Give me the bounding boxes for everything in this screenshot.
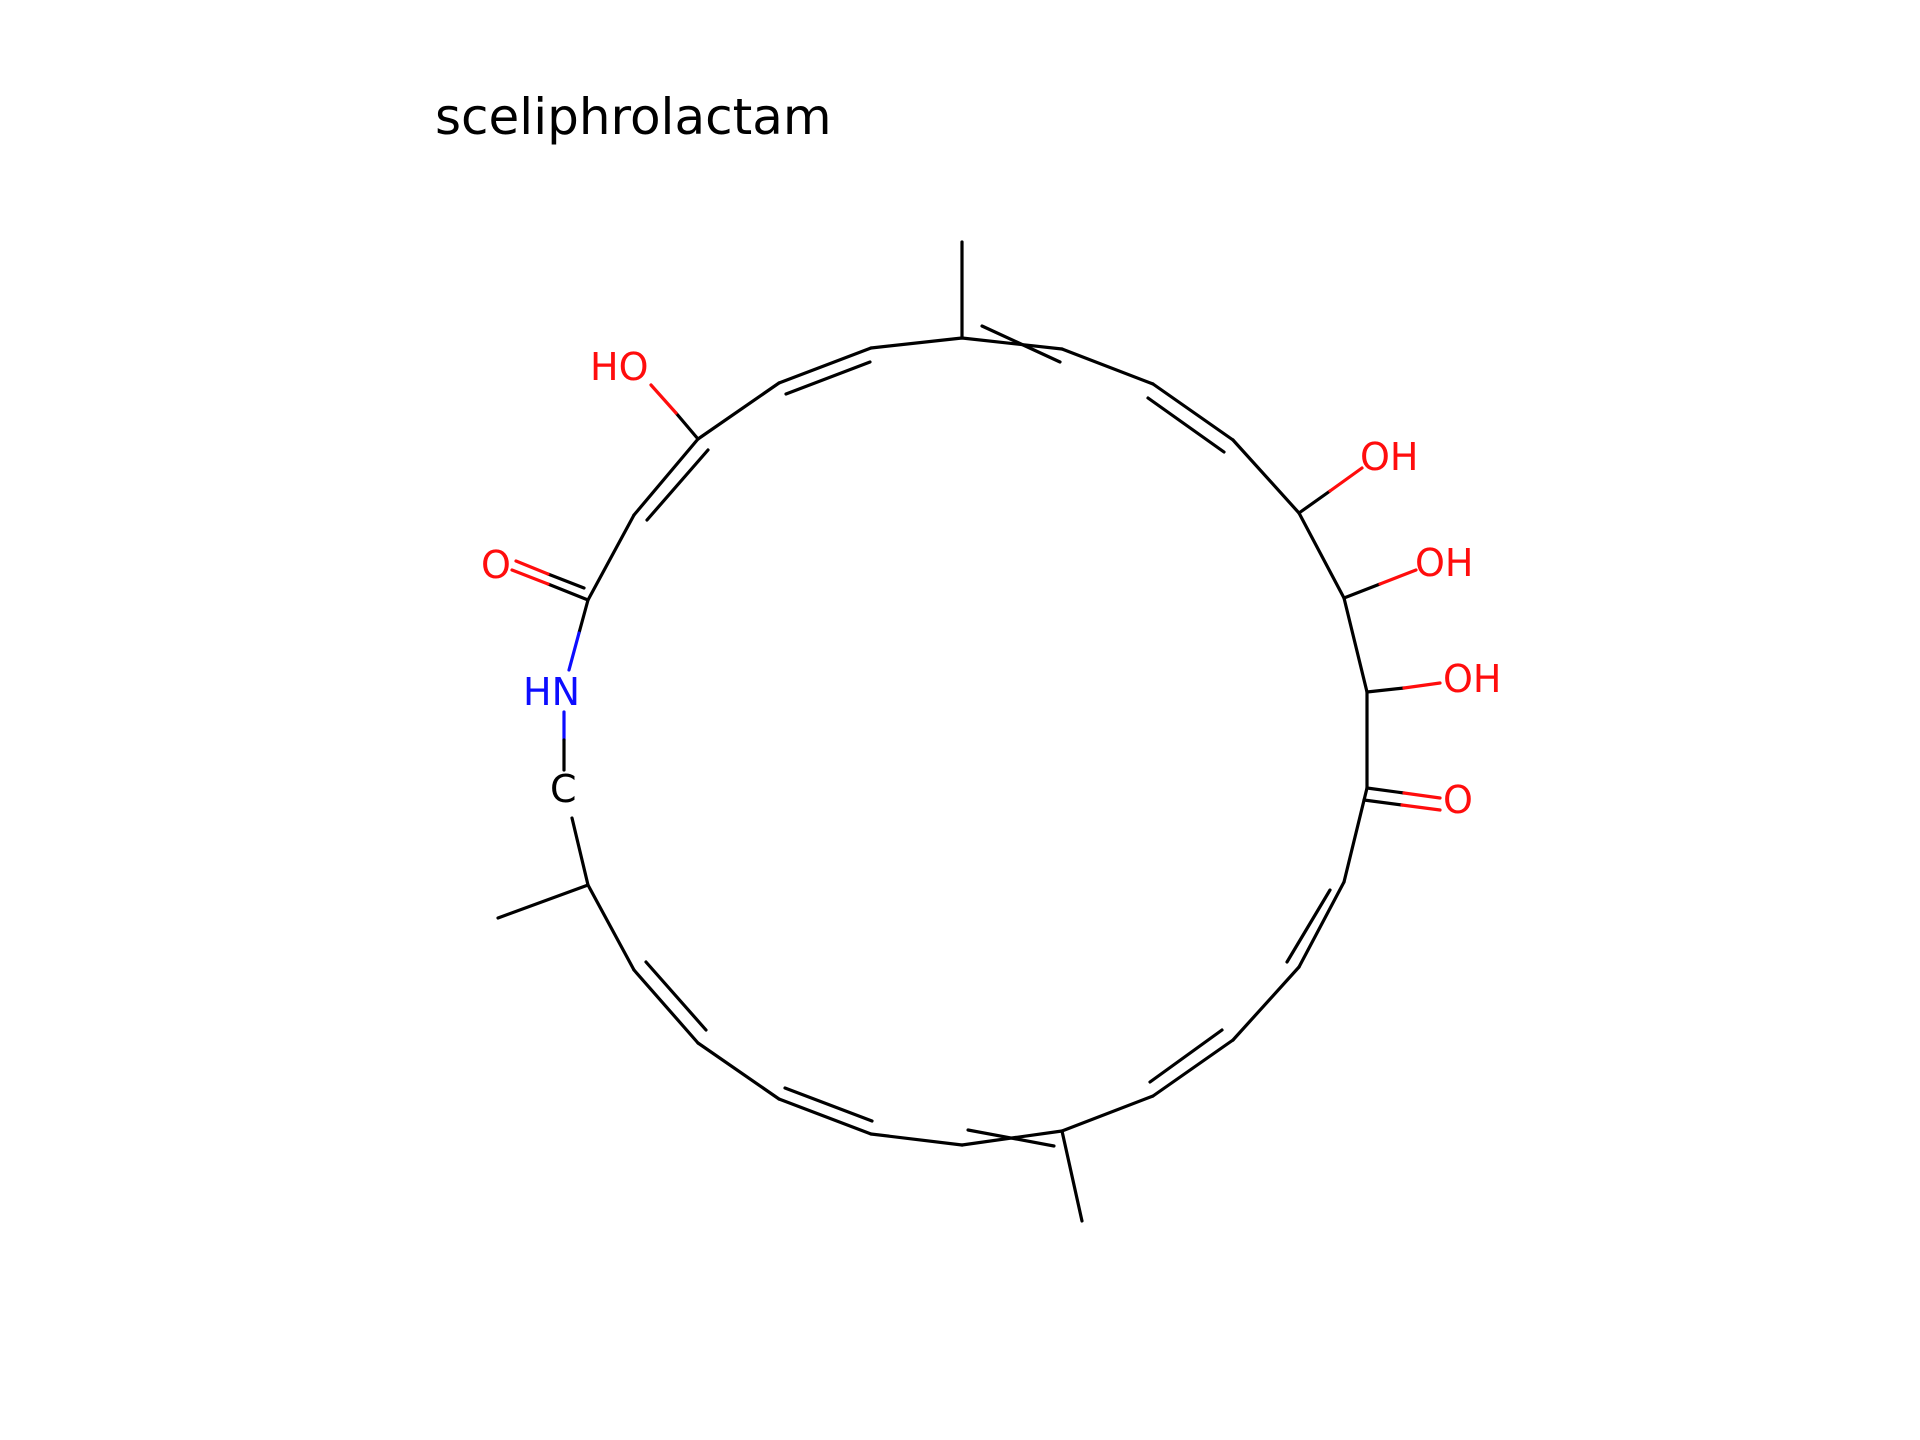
bond bbox=[784, 360, 872, 396]
bond bbox=[777, 1097, 873, 1136]
atom-label-oh-1: OH bbox=[1360, 435, 1418, 479]
bond bbox=[1231, 965, 1301, 1042]
bond bbox=[696, 381, 781, 441]
bond-ketone-co bbox=[1362, 798, 1404, 807]
bond bbox=[570, 816, 590, 887]
bond bbox=[980, 324, 1062, 364]
bond-amide-co bbox=[510, 568, 550, 586]
bond bbox=[1151, 1038, 1235, 1098]
bond-c-n bbox=[577, 598, 590, 635]
bond-amide-co bbox=[546, 572, 586, 590]
bond bbox=[645, 448, 710, 522]
bond bbox=[1297, 880, 1346, 969]
bond bbox=[960, 336, 1064, 351]
bond bbox=[1146, 396, 1226, 454]
bond bbox=[869, 1132, 964, 1147]
bond-ketone-co bbox=[1365, 786, 1406, 795]
bond bbox=[966, 1128, 1056, 1148]
heteroatom-bonds bbox=[510, 383, 1442, 812]
bond-c-n bbox=[567, 631, 581, 672]
bond-c-oh-1 bbox=[1297, 489, 1332, 515]
bond bbox=[1285, 888, 1332, 964]
bond-amide-co bbox=[546, 582, 590, 602]
bond bbox=[586, 513, 636, 602]
bond bbox=[696, 1041, 781, 1101]
bond-c-oh-top bbox=[649, 383, 678, 415]
ring-bonds bbox=[570, 336, 1369, 1147]
bond-c-oh-2 bbox=[1342, 582, 1382, 600]
bond bbox=[632, 437, 700, 517]
bond bbox=[783, 1086, 874, 1123]
bond bbox=[1151, 382, 1235, 442]
bond bbox=[777, 346, 873, 385]
molecule-title: sceliphrolactam bbox=[435, 88, 832, 146]
bond bbox=[1060, 347, 1155, 386]
methyl-bond-bottom bbox=[1060, 1129, 1084, 1223]
bond-c-oh-top bbox=[674, 411, 700, 441]
double-bond-inner-lines bbox=[644, 324, 1332, 1148]
bond bbox=[869, 336, 964, 350]
atom-label-oh-2: OH bbox=[1415, 541, 1473, 585]
bond-c-oh-2 bbox=[1378, 568, 1418, 586]
atom-label-c: C bbox=[550, 767, 577, 811]
atom-label-o-amide: O bbox=[481, 543, 511, 587]
bond bbox=[586, 883, 636, 972]
bond-c-oh-1 bbox=[1328, 466, 1364, 493]
atom-label-oh-3: OH bbox=[1443, 657, 1501, 701]
bond-c-oh-3 bbox=[1365, 686, 1406, 694]
bond bbox=[644, 960, 708, 1032]
bond bbox=[1342, 786, 1369, 884]
bond bbox=[1342, 596, 1369, 694]
bond bbox=[1231, 438, 1301, 515]
bond-c-oh-3 bbox=[1402, 681, 1442, 690]
bond bbox=[1148, 1028, 1224, 1084]
bond-amide-co bbox=[514, 559, 550, 576]
atom-labels: HO O HN C OH OH OH O bbox=[481, 345, 1501, 822]
bond bbox=[632, 968, 700, 1045]
bond bbox=[1297, 511, 1346, 600]
bond-ketone-co bbox=[1402, 791, 1442, 800]
methyl-bond-left bbox=[496, 883, 590, 920]
atom-label-hn: HN bbox=[523, 670, 580, 714]
bond-ketone-co bbox=[1400, 803, 1442, 812]
methyl-bonds bbox=[496, 240, 1084, 1223]
bond bbox=[1060, 1094, 1155, 1133]
atom-label-ho: HO bbox=[590, 345, 648, 389]
atom-label-o-ketone: O bbox=[1443, 778, 1473, 822]
